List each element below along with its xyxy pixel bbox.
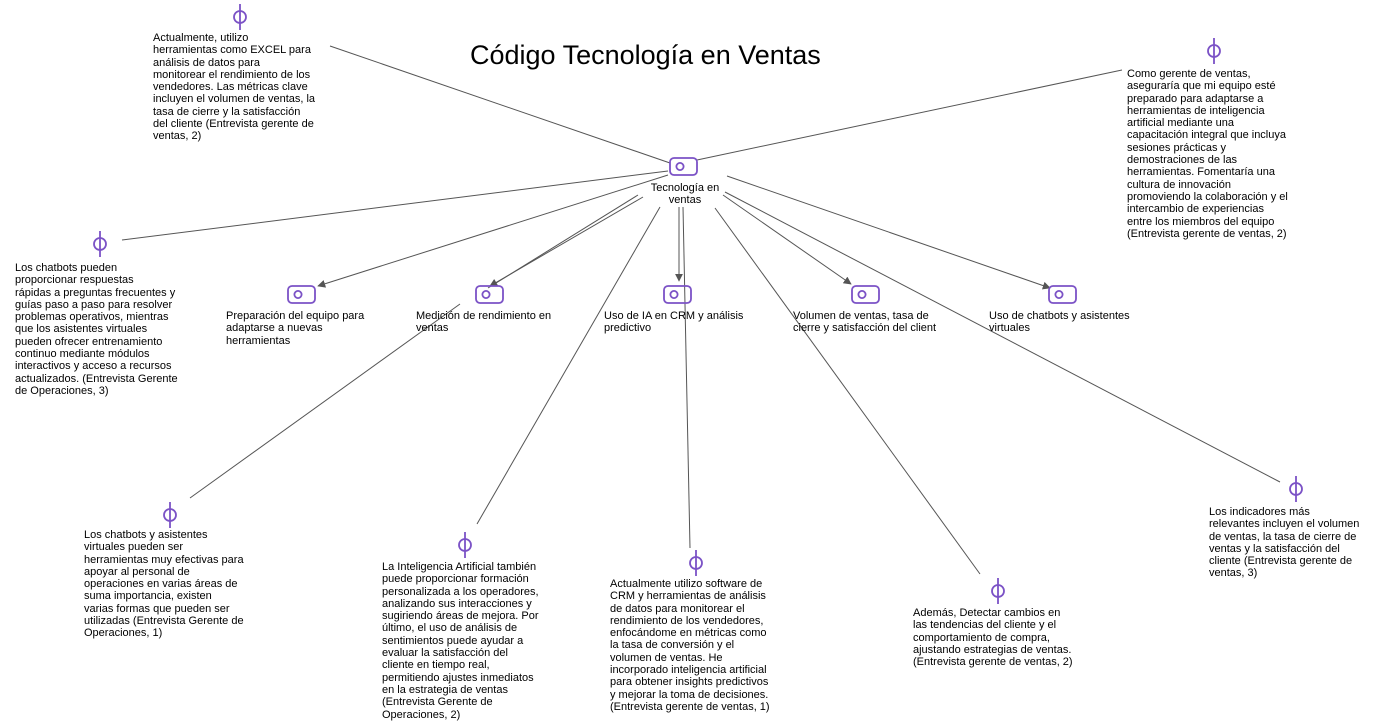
quote-pin-icon[interactable] <box>689 550 703 576</box>
code-tag-icon[interactable] <box>287 285 316 304</box>
quote-excel[interactable]: Actualmente, utilizo herramientas como E… <box>153 32 316 143</box>
code-label-volumen[interactable]: Volumen de ventas, tasa de cierre y sati… <box>793 310 937 335</box>
edge-to-preparacion <box>317 174 669 288</box>
edge-crm <box>682 206 691 549</box>
quote-pin-icon[interactable] <box>163 502 177 528</box>
quote-pin-icon[interactable] <box>93 231 107 257</box>
code-label-preparacion[interactable]: Preparación del equipo para adaptarse a … <box>226 310 365 347</box>
edge-chatbots-herramientas <box>189 303 461 499</box>
code-label-chatbots[interactable]: Uso de chatbots y asistentes virtuales <box>989 310 1130 335</box>
quote-pin-icon[interactable] <box>1207 38 1221 64</box>
quote-pin-icon[interactable] <box>1289 476 1303 502</box>
quote-pin-icon[interactable] <box>233 4 247 30</box>
edge-to-chatbots <box>726 175 1051 290</box>
quote-pin-icon[interactable] <box>991 578 1005 604</box>
diagram-title: Código Tecnología en Ventas <box>470 40 821 70</box>
code-tag-icon[interactable] <box>1048 285 1077 304</box>
code-label-uso-ia[interactable]: Uso de IA en CRM y análisis predictivo <box>604 310 744 335</box>
edge-chatbots-respuestas <box>121 170 669 241</box>
edge-indicadores <box>724 191 1281 483</box>
edge-to-volumen <box>722 194 852 285</box>
central-code-label[interactable]: Tecnología en ventas <box>650 182 720 207</box>
quote-crm[interactable]: Actualmente utilizo software de CRM y he… <box>610 578 770 713</box>
code-tag-icon[interactable] <box>663 285 692 304</box>
code-tag-icon[interactable] <box>851 285 880 304</box>
code-nodes <box>287 157 1077 304</box>
edge-gerente-ia <box>696 69 1123 161</box>
edge-ia-formacion <box>476 206 661 525</box>
quote-chatbots-respuestas[interactable]: Los chatbots pueden proporcionar respues… <box>15 262 178 397</box>
edge-excel <box>329 45 671 164</box>
edge-to-medicion-2 <box>487 194 639 289</box>
quote-detectar[interactable]: Además, Detectar cambios en las tendenci… <box>913 607 1073 669</box>
quote-gerente-ia[interactable]: Como gerente de ventas, aseguraría que m… <box>1127 68 1288 240</box>
quote-nodes <box>93 4 1303 604</box>
edges <box>121 45 1281 575</box>
edge-detectar <box>714 207 981 575</box>
quote-chatbots-herramientas[interactable]: Los chatbots y asistentes virtuales pued… <box>84 529 244 640</box>
quote-indicadores[interactable]: Los indicadores más relevantes incluyen … <box>1209 506 1360 580</box>
code-tag-icon[interactable] <box>669 157 698 176</box>
code-label-medicion[interactable]: Medición de rendimiento en ventas <box>416 310 552 335</box>
quote-ia-formacion[interactable]: La Inteligencia Artificial también puede… <box>382 561 539 721</box>
quote-pin-icon[interactable] <box>458 532 472 558</box>
code-tag-icon[interactable] <box>475 285 504 304</box>
